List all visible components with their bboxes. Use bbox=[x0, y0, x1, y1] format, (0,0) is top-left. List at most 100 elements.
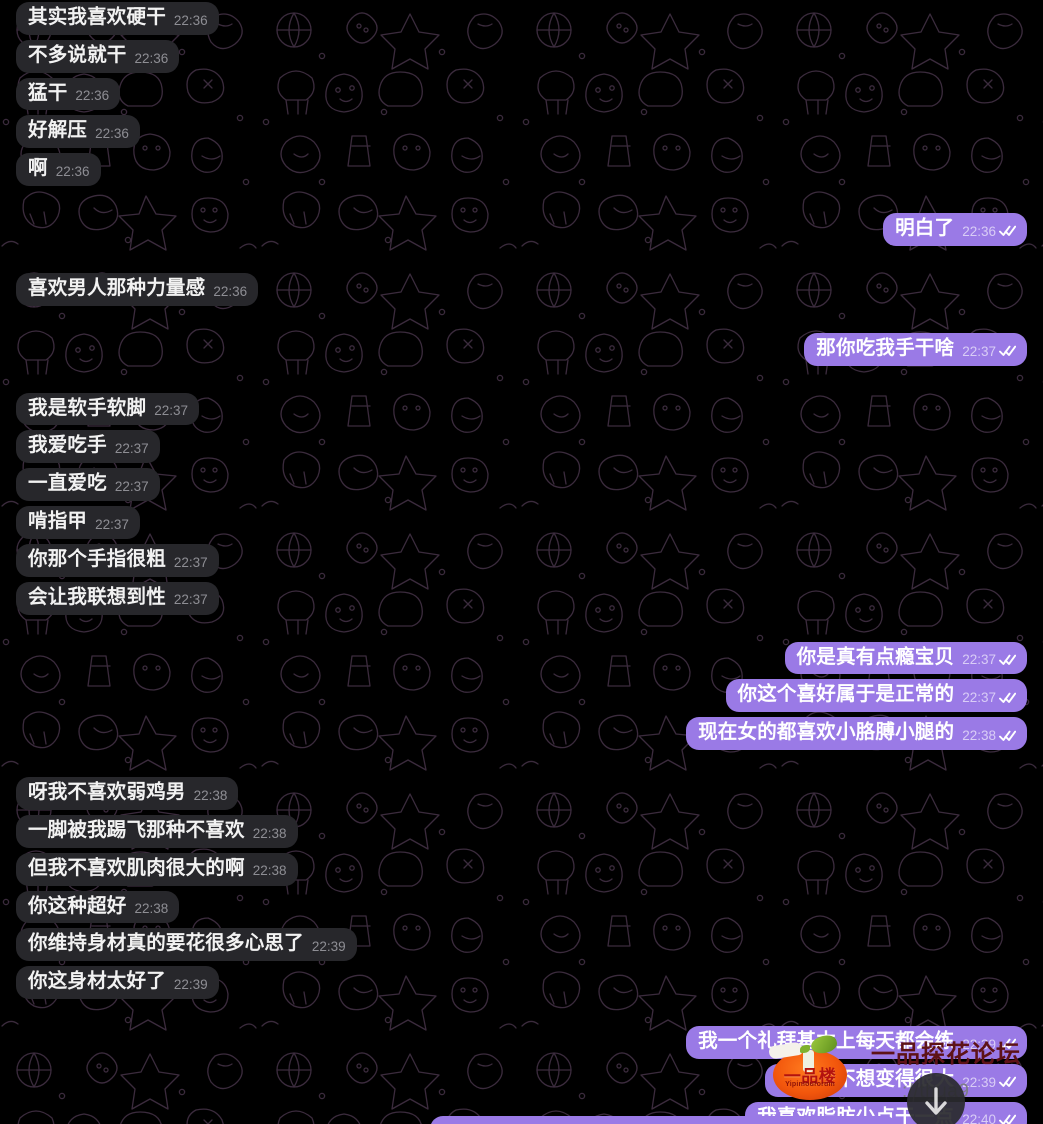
message-meta: 22:38 bbox=[253, 863, 287, 879]
outgoing-message-bubble[interactable]: 你这个喜好属于是正常的 22:37 bbox=[725, 679, 1027, 713]
double-check-icon bbox=[999, 225, 1016, 237]
message-row: 那你吃我手干啥 22:37 bbox=[0, 332, 1043, 366]
message-row: 我一个礼拜基本上每天都会练 22:39 bbox=[0, 1026, 1043, 1059]
message-row: 你这个喜好属于是正常的 22:37 bbox=[0, 679, 1043, 713]
incoming-message-bubble[interactable]: 一脚被我踢飞那种不喜欢 22:38 bbox=[16, 814, 298, 848]
incoming-message-bubble[interactable]: 你这种超好 22:38 bbox=[16, 890, 180, 924]
message-timestamp: 22:37 bbox=[154, 403, 188, 419]
message-timestamp: 22:38 bbox=[962, 727, 996, 743]
message-text: 不多说就干 bbox=[28, 43, 127, 66]
message-timestamp: 22:37 bbox=[114, 441, 149, 457]
incoming-message-bubble[interactable]: 我是软手软脚 22:37 bbox=[16, 392, 199, 426]
message-text: 一脚被我踢飞那种不喜欢 bbox=[28, 818, 245, 841]
scroll-to-bottom-button[interactable] bbox=[907, 1073, 965, 1124]
message-timestamp: 22:38 bbox=[252, 825, 287, 841]
message-row: 喜欢男人那种力量感 22:36 bbox=[0, 272, 1043, 306]
double-check-icon bbox=[999, 345, 1016, 357]
message-row: 你这种超好 22:38 bbox=[0, 890, 1043, 924]
double-check-icon bbox=[999, 692, 1016, 704]
message-timestamp: 22:37 bbox=[962, 690, 996, 706]
message-meta: 22:37 bbox=[174, 555, 208, 571]
incoming-message-bubble[interactable]: 你那个手指很粗 22:37 bbox=[16, 543, 219, 577]
message-text: 好解压 bbox=[28, 119, 88, 142]
message-text: 呀我不喜欢弱鸡男 bbox=[28, 781, 186, 804]
incoming-message-bubble[interactable]: 我爱吃手 22:37 bbox=[16, 430, 160, 464]
message-text: 明白了 bbox=[895, 217, 955, 240]
message-meta: 22:36 bbox=[95, 126, 129, 142]
incoming-message-bubble[interactable]: 不多说就干 22:36 bbox=[16, 39, 180, 73]
outgoing-message-bubble[interactable]: 明白了 22:36 bbox=[883, 213, 1027, 246]
message-meta: 22:40 bbox=[962, 1112, 1016, 1124]
message-timestamp: 22:37 bbox=[173, 592, 208, 608]
double-check-icon bbox=[999, 654, 1016, 666]
message-text: 你这个喜好属于是正常的 bbox=[737, 683, 955, 706]
message-timestamp: 22:39 bbox=[962, 1036, 996, 1052]
message-timestamp: 22:36 bbox=[962, 223, 996, 239]
incoming-message-bubble[interactable]: 但我不喜欢肌肉很大的啊 22:38 bbox=[16, 852, 298, 886]
message-timestamp: 22:36 bbox=[134, 50, 169, 66]
message-meta: 22:37 bbox=[174, 592, 208, 608]
incoming-message-bubble[interactable]: 一直爱吃 22:37 bbox=[16, 468, 160, 502]
message-text: 一直爱吃 bbox=[28, 472, 107, 495]
message-timestamp: 22:38 bbox=[134, 901, 169, 917]
message-text: 那你吃我手干啥 bbox=[816, 336, 955, 359]
message-text: 我爱吃手 bbox=[28, 434, 107, 457]
message-timestamp: 22:37 bbox=[95, 516, 129, 532]
message-timestamp: 22:39 bbox=[962, 1074, 996, 1090]
message-text: 我是软手软脚 bbox=[28, 396, 147, 419]
message-text: 你那个手指很粗 bbox=[28, 547, 166, 570]
message-text: 会让我联想到性 bbox=[28, 585, 166, 608]
message-row: 一脚被我踢飞那种不喜欢 22:38 bbox=[0, 814, 1043, 848]
message-row: 但我不喜欢肌肉很大的啊 22:38 bbox=[0, 852, 1043, 886]
incoming-message-bubble[interactable]: 喜欢男人那种力量感 22:36 bbox=[16, 272, 259, 306]
message-row: 我是软手软脚 22:37 bbox=[0, 392, 1043, 426]
message-text: 啊 bbox=[28, 157, 48, 180]
message-text: 但我不喜欢肌肉很大的啊 bbox=[28, 856, 245, 879]
arrow-down-icon bbox=[923, 1087, 949, 1117]
message-timestamp: 22:37 bbox=[962, 343, 996, 359]
message-timestamp: 22:37 bbox=[114, 479, 149, 494]
incoming-message-bubble[interactable]: 好解压 22:36 bbox=[16, 115, 140, 149]
clipped-outgoing-bubble bbox=[430, 1116, 898, 1124]
message-timestamp: 22:39 bbox=[311, 939, 346, 955]
message-text: 我一个礼拜基本上每天都会练 bbox=[698, 1030, 955, 1053]
message-timestamp: 22:39 bbox=[173, 976, 208, 992]
message-timestamp: 22:36 bbox=[213, 283, 248, 299]
message-row: 好解压 22:36 bbox=[0, 115, 1043, 149]
outgoing-message-bubble[interactable]: 现在女的都喜欢小胳膊小腿的 22:38 bbox=[686, 717, 1027, 751]
message-timestamp: 22:38 bbox=[193, 787, 228, 803]
message-meta: 22:36 bbox=[135, 51, 169, 67]
incoming-message-bubble[interactable]: 呀我不喜欢弱鸡男 22:38 bbox=[16, 777, 239, 810]
message-text: 喜欢男人那种力量感 bbox=[28, 276, 206, 299]
outgoing-message-bubble[interactable]: 那你吃我手干啥 22:37 bbox=[804, 332, 1027, 366]
message-row: 你那个手指很粗 22:37 bbox=[0, 543, 1043, 577]
outgoing-message-bubble[interactable]: 我一个礼拜基本上每天都会练 22:39 bbox=[686, 1026, 1027, 1059]
message-text: 现在女的都喜欢小胳膊小腿的 bbox=[698, 721, 955, 744]
message-meta: 22:39 bbox=[962, 1075, 1016, 1091]
message-meta: 22:36 bbox=[174, 13, 208, 29]
message-timestamp: 22:38 bbox=[252, 863, 287, 879]
message-meta: 22:37 bbox=[154, 403, 188, 419]
message-meta: 22:37 bbox=[115, 441, 149, 457]
message-row: 我爱吃手 22:37 bbox=[0, 430, 1043, 464]
message-timestamp: 22:37 bbox=[962, 652, 996, 668]
message-meta: 22:38 bbox=[962, 728, 1016, 744]
message-meta: 22:37 bbox=[95, 517, 129, 533]
message-meta: 22:37 bbox=[962, 652, 1016, 668]
message-meta: 22:37 bbox=[962, 690, 1016, 706]
incoming-message-bubble[interactable]: 会让我联想到性 22:37 bbox=[16, 581, 219, 615]
message-meta: 22:36 bbox=[75, 88, 109, 104]
message-text: 你这种超好 bbox=[28, 894, 127, 917]
message-row: 现在女的都喜欢小胳膊小腿的 22:38 bbox=[0, 717, 1043, 751]
